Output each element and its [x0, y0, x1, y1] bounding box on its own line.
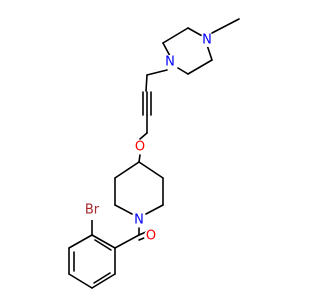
bond-benzene-2 — [68, 234, 93, 249]
atom-carbonyl-oxygen: O — [144, 229, 158, 244]
atom-label-ether-o: O — [135, 140, 145, 155]
molecule-structure-diagram: N N O N O Br — [68, 18, 240, 289]
atom-label-n-propargyl: N — [165, 55, 175, 70]
bond-carbonyl-aryl — [114, 234, 140, 249]
bond-benzene-inner-1 — [94, 239, 112, 251]
bond-benzene-4 — [68, 273, 93, 289]
bond-carbonyl-o-a — [138, 231, 147, 236]
bond-piperazine-1 — [187, 27, 205, 38]
bond-piperazine-3 — [162, 42, 171, 57]
bond-ch2-alkyne — [145, 74, 148, 92]
bond-benzene-5 — [91, 273, 116, 289]
atom-bromine: Br — [82, 200, 102, 220]
atom-ether-oxygen: O — [133, 140, 147, 155]
atom-label-n-methyl: N — [202, 33, 212, 48]
bond-ch2-o — [139, 132, 148, 140]
bond-piperidine-6 — [114, 161, 140, 179]
atom-label-carbonyl-o: O — [146, 229, 156, 244]
bond-piperidine-1 — [138, 161, 164, 179]
bond-piperidine-3 — [145, 204, 164, 215]
bond-o-c4 — [138, 154, 141, 163]
atom-piperazine-n-propargyl: N — [163, 55, 177, 70]
atom-label-bromine: Br — [85, 203, 100, 218]
atom-label-piperidine-n: N — [134, 213, 144, 228]
atom-layer: N N O N O Br — [82, 33, 214, 244]
atom-piperazine-n-methyl: N — [200, 33, 214, 48]
bond-piperazine-5 — [187, 59, 213, 75]
bond-n-ch2 — [146, 69, 168, 76]
bond-piperidine-4 — [114, 204, 133, 215]
bond-piperazine-4 — [177, 67, 189, 75]
bond-piperazine-2 — [162, 27, 189, 44]
bond-piperazine-6 — [206, 44, 213, 61]
bond-benzene-inner-3 — [93, 272, 111, 284]
atom-piperidine-n: N — [132, 213, 146, 228]
bond-layer — [68, 18, 240, 289]
bond-carbonyl-o-b — [138, 237, 145, 241]
bond-methyl-n — [211, 18, 240, 34]
bond-benzene-1 — [91, 234, 116, 249]
